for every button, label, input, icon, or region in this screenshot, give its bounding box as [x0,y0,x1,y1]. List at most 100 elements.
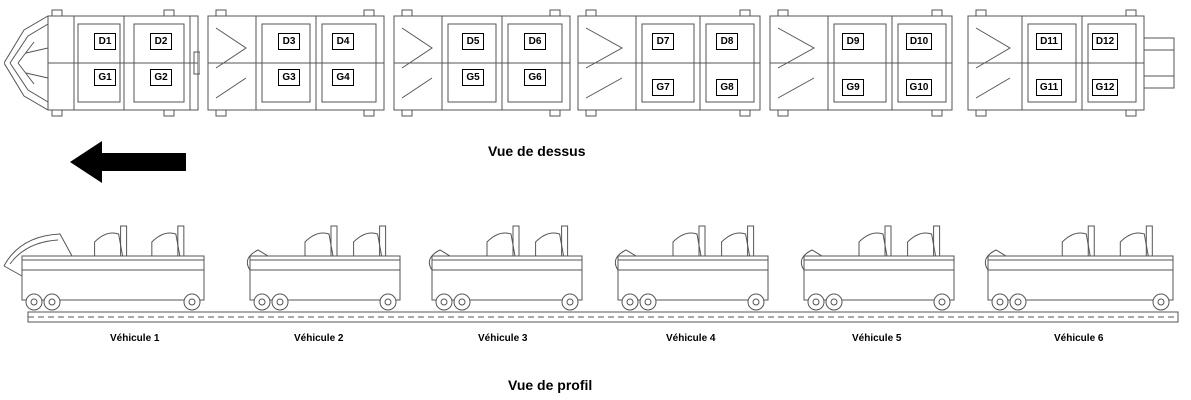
arrow-left-icon [70,141,186,183]
side-car-1 [3,225,205,311]
train-side-view [3,225,1179,323]
side-seat-back [512,225,520,257]
side-wheel [991,293,1009,311]
side-seat-back [747,225,755,257]
vehicle-label-2: Véhicule 2 [294,333,344,344]
car-top-view-5: D9 D10 G9 G10 [768,8,954,118]
side-wheel [639,293,657,311]
seat-g10: G10 [906,79,932,96]
car-top-drawing-2 [207,9,385,117]
side-seat [721,232,751,257]
side-wheel-hub [1014,298,1022,306]
seat-g5: G5 [462,69,484,86]
side-seat [858,232,888,257]
seat-d12: D12 [1092,33,1118,50]
vehicle-label-6: Véhicule 6 [1054,333,1104,344]
seat-d10: D10 [906,33,932,50]
side-seat-back [1145,225,1153,257]
side-wheel [271,293,289,311]
side-wheel-hub [440,298,448,306]
side-seat [486,232,516,257]
side-seat-back [1087,225,1095,257]
seat-d8: D8 [716,33,738,50]
side-car-upper [431,255,583,271]
side-seat [353,232,383,257]
seat-d11: D11 [1036,33,1062,50]
side-wheel-hub [384,298,392,306]
side-wheel [1009,293,1027,311]
side-car-5 [800,225,955,311]
side-wheel [621,293,639,311]
side-front [800,249,823,271]
side-wheel-hub [812,298,820,306]
side-car-4 [614,225,769,311]
side-front [614,249,637,271]
side-seat [907,232,937,257]
side-wheel [43,293,61,311]
side-wheel-hub [626,298,634,306]
side-car-body [617,269,769,301]
side-seat [672,232,702,257]
side-car-upper [617,255,769,271]
vehicle-label-3: Véhicule 3 [478,333,528,344]
side-seat-back [120,225,128,257]
seat-g12: G12 [1092,79,1118,96]
side-seat [535,232,565,257]
seat-g11: G11 [1036,79,1062,96]
side-front [428,249,451,271]
seat-d1: D1 [94,33,116,50]
seat-d2: D2 [150,33,172,50]
side-wheel-hub [830,298,838,306]
seat-g4: G4 [332,69,354,86]
car-top-view-4: D7 D8 G7 G8 [576,8,762,118]
side-wheel-hub [938,298,946,306]
side-seat [1119,232,1149,257]
car-top-drawing-4 [577,9,761,117]
side-wheel [747,293,765,311]
side-seat-back [561,225,569,257]
side-seat [304,232,334,257]
car-top-drawing-3 [393,9,571,117]
side-front [984,249,1007,271]
side-wheel-hub [566,298,574,306]
side-car-body [803,269,955,301]
side-wheel [453,293,471,311]
side-seat [151,232,181,257]
seat-d4: D4 [332,33,354,50]
car-top-view-3: D5 D6 G5 G6 [392,8,572,118]
side-car-body [431,269,583,301]
side-front [246,249,269,271]
side-wheel [183,293,201,311]
side-nose-window [9,239,59,265]
vehicle-label-5: Véhicule 5 [852,333,902,344]
side-wheel [1152,293,1170,311]
side-seat [94,232,124,257]
seat-d7: D7 [652,33,674,50]
top-view-caption: Vue de dessus [488,143,586,159]
side-wheel-hub [458,298,466,306]
side-seat-back [177,225,185,257]
side-wheel [807,293,825,311]
side-car-upper [803,255,955,271]
side-wheel [253,293,271,311]
side-wheel-hub [996,298,1004,306]
car-top-drawing-6 [967,9,1175,117]
side-cars [3,225,1174,311]
seat-g9: G9 [842,79,864,96]
car-top-drawing-1 [4,9,200,117]
seat-g7: G7 [652,79,674,96]
car-top-drawing-5 [769,9,953,117]
side-nose [3,233,73,277]
seat-d9: D9 [842,33,864,50]
side-car-upper [21,255,205,271]
side-car-3 [428,225,583,311]
vehicle-label-4: Véhicule 4 [666,333,716,344]
side-car-6 [984,225,1174,311]
seat-g8: G8 [716,79,738,96]
side-wheel-hub [258,298,266,306]
side-wheel [435,293,453,311]
side-car-upper [987,255,1174,271]
car-top-view-2: D3 D4 G3 G4 [206,8,386,118]
seat-g6: G6 [524,69,546,86]
side-wheel [561,293,579,311]
